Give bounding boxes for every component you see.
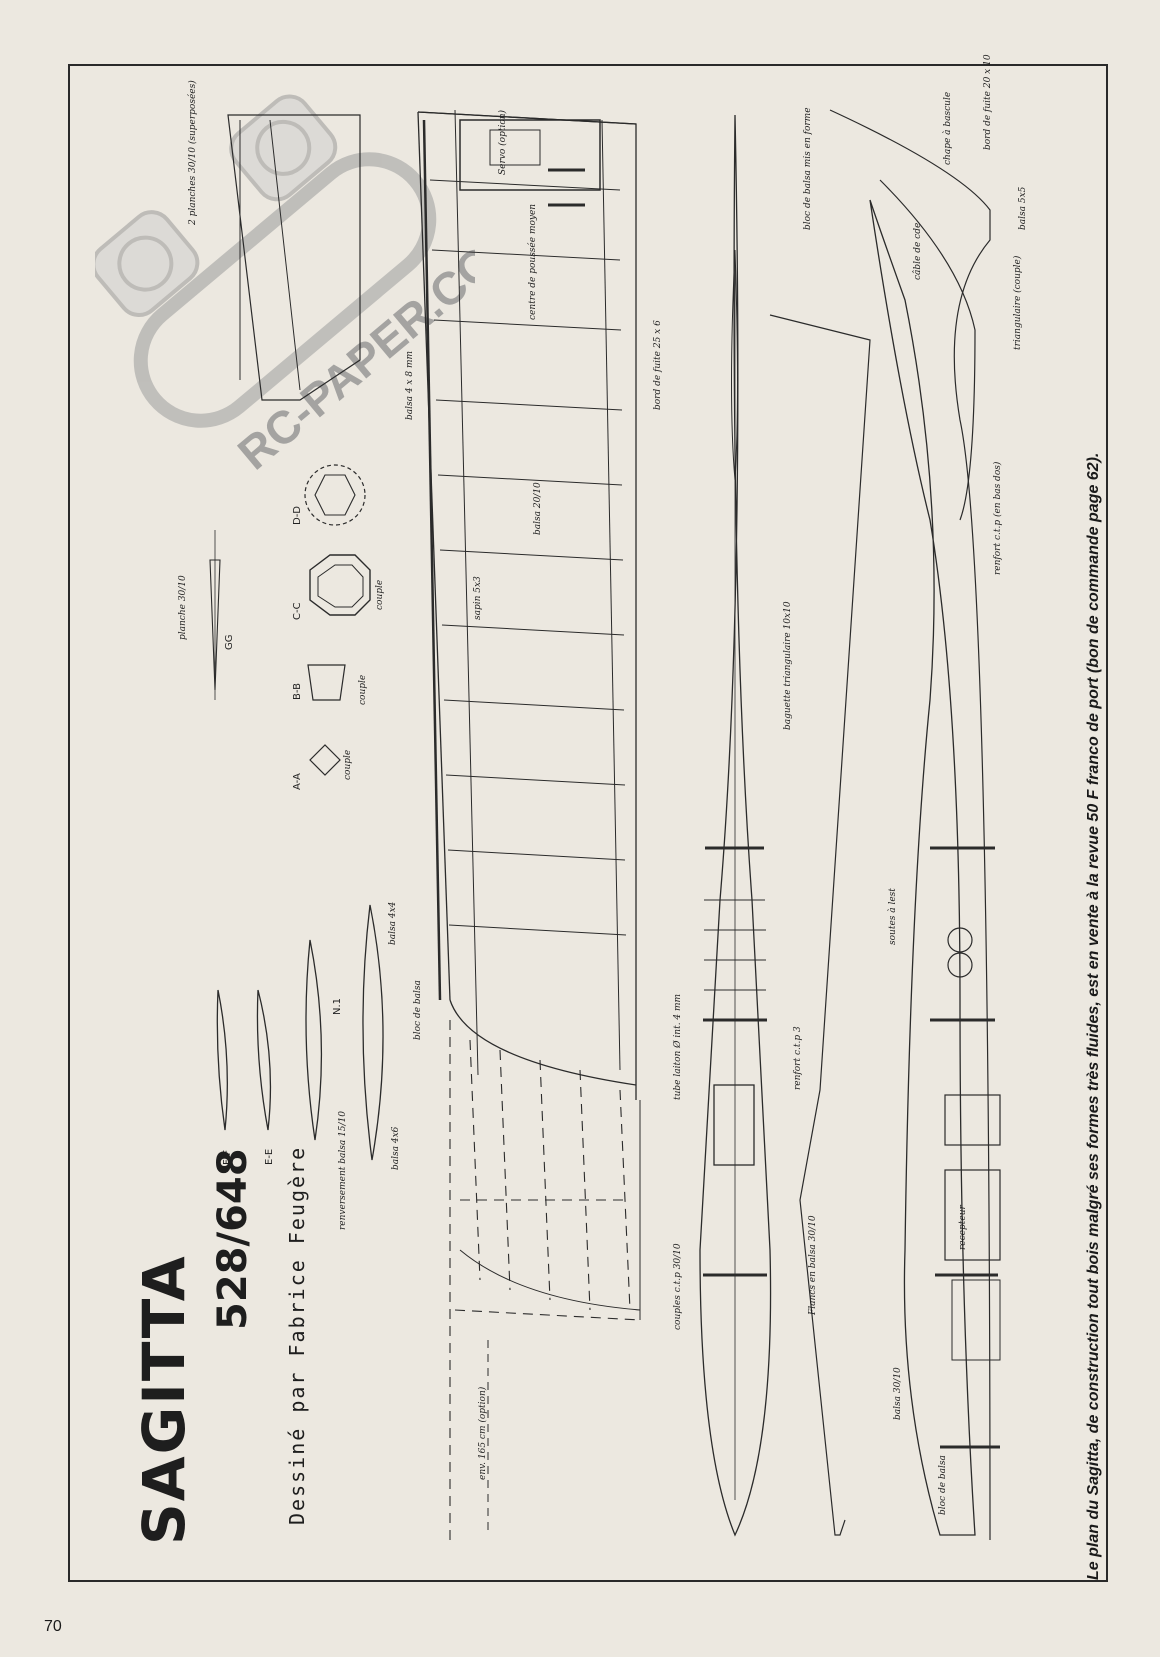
plan-frame — [68, 64, 1108, 1582]
plan-subtitle: 528/648 — [210, 1148, 256, 1330]
label-renfort: renfort c.t.p 3 — [793, 1026, 803, 1090]
label-couple-c: couple — [375, 580, 385, 610]
section-aa: A-A — [292, 773, 303, 790]
plan-title: SAGITTA — [130, 1254, 198, 1545]
label-servo: Servo (option) — [497, 109, 508, 175]
section-ff: F-F — [222, 1150, 233, 1165]
watermark-logo: RC-PAPER.COM — [95, 94, 475, 480]
label-balsa-4x4: balsa 4x4 — [388, 901, 398, 945]
label-planche-cb: 2 planches 30/10 (superposées) — [187, 80, 198, 226]
label-bloc-balsa: bloc de balsa — [413, 980, 423, 1040]
label-envergure: env. 165 cm (option) — [477, 1386, 488, 1480]
section-bb: B-B — [292, 683, 303, 700]
label-triangulaire: triangulaire (couple) — [1012, 255, 1023, 350]
wing-panel — [417, 109, 637, 1100]
label-couples-ctp: couples c.t.p 30/10 — [673, 1243, 683, 1330]
wing-root-detail — [227, 114, 361, 401]
cross-sections — [209, 464, 371, 776]
label-tube: tube laiton Ø int. 4 mm — [672, 994, 683, 1100]
label-balsa-20-10: balsa 20/10 — [533, 482, 543, 535]
label-flancs: Flancs en balsa 30/10 — [808, 1215, 818, 1316]
label-bord-fuite-derive: bord de fuite 20 x 10 — [983, 54, 993, 150]
section-gg: GG — [224, 635, 235, 651]
label-balsa-5x5: balsa 5x5 — [1018, 186, 1028, 230]
section-ee: E-E — [264, 1149, 275, 1165]
fuselage-top-view — [699, 114, 772, 1537]
label-centre-poussee: centre de poussée moyen — [527, 204, 538, 320]
airfoil-sections — [216, 904, 384, 1161]
label-renfort-ctp: renfort c.t.p (en bas dos) — [992, 461, 1003, 575]
label-balsa-30-10: balsa 30/10 — [893, 1367, 903, 1420]
plan-caption: Le plan du Sagitta, de construction tout… — [1085, 452, 1102, 1580]
label-recepteur: recepteur — [958, 1205, 968, 1250]
label-baguette: baguette triangulaire 10x10 — [783, 601, 793, 730]
page-number: 70 — [44, 1618, 62, 1635]
label-chape: chape à bascule — [942, 92, 953, 165]
fin-outline — [769, 109, 991, 1541]
label-nervure: renversement balsa 15/10 — [338, 1111, 348, 1230]
wing-extension-dashed — [449, 1020, 641, 1540]
plan-designer: Dessiné par Fabrice Feugère — [285, 1145, 309, 1525]
label-cable: câble de cde — [912, 223, 923, 280]
fuselage-side-view — [869, 179, 1001, 1536]
section-cc: C-C — [292, 602, 303, 620]
label-planche: planche 30/10 — [178, 575, 188, 640]
label-longeron: balsa 4 x 8 mm — [405, 351, 415, 420]
label-couple-b: couple — [358, 675, 368, 705]
plan-labels: A-A B-B C-C D-D GG E-E F-F N.1 planche 3… — [178, 54, 1028, 1515]
label-soutes: soutes à lest — [887, 888, 898, 945]
label-balsa-4x6: balsa 4x6 — [391, 1126, 401, 1170]
label-sapin: sapin 5x3 — [473, 576, 483, 620]
section-dd: D-D — [292, 506, 303, 525]
label-bord-fuite: bord de fuite 25 x 6 — [653, 320, 663, 410]
label-bloc-balsa-nose: bloc de balsa — [938, 1455, 948, 1515]
section-n1: N.1 — [332, 998, 343, 1015]
label-couple-a: couple — [343, 750, 353, 780]
label-bloc-forme: bloc de balsa mis en forme — [803, 107, 813, 230]
